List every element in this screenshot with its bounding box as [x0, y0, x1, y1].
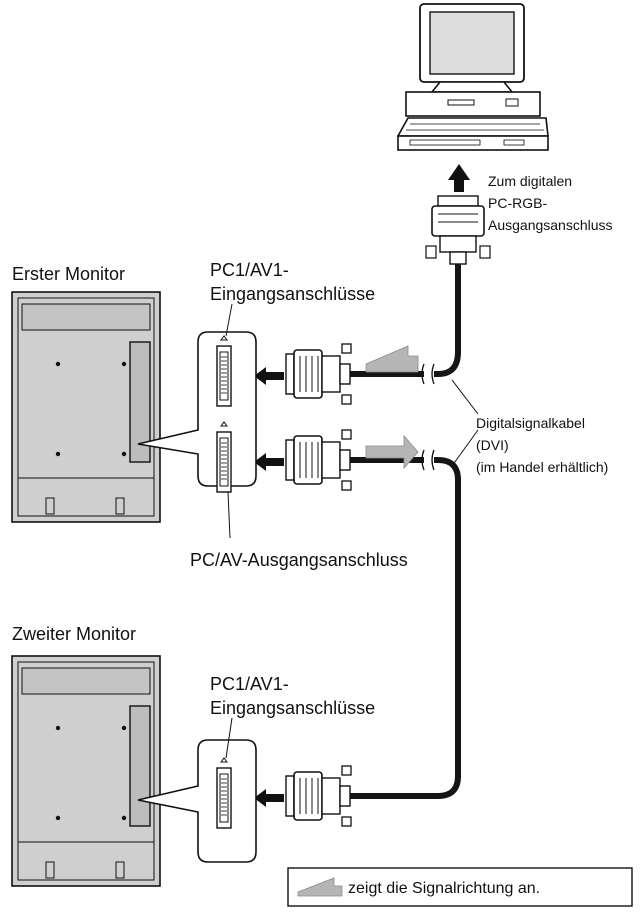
first-monitor-input-port: [216, 335, 232, 407]
to-digital-output-label-2: PC-RGB-: [488, 195, 547, 211]
computer-illustration: [396, 3, 549, 151]
first-monitor-output-port: [216, 421, 232, 493]
pc-input-top-label-1: PC1/AV1-: [210, 260, 289, 280]
pc-output-label: PC/AV-Ausgangsanschluss: [190, 550, 408, 570]
signal-arrow-up: [448, 164, 470, 192]
pc-input-top-label-2: Eingangsanschlüsse: [210, 284, 375, 304]
legend-text: zeigt die Signalrichtung an.: [348, 880, 540, 897]
first-monitor-label: Erster Monitor: [12, 264, 125, 284]
cable-label-1: Digitalsignalkabel: [476, 415, 585, 431]
pc-input-bottom-label-2: Eingangsanschlüsse: [210, 698, 375, 718]
pc-dvi-plug: [425, 195, 491, 265]
cable-label-2: (DVI): [476, 437, 509, 453]
pc-input-bottom-label-1: PC1/AV1-: [210, 674, 289, 694]
second-monitor-input-port: [216, 757, 232, 829]
dvi-plug-bottom: [285, 765, 352, 827]
legend-box: [287, 867, 633, 907]
pc-input-top-leader: [225, 303, 233, 337]
to-digital-output-label-1: Zum digitalen: [488, 173, 572, 189]
connect-arrows: [254, 367, 284, 807]
pc-output-leader: [227, 491, 231, 539]
signal-direction-arrow-left: [365, 345, 419, 373]
signal-direction-arrow-right: [365, 434, 419, 470]
dvi-cable-to-pc: [346, 264, 461, 385]
second-monitor-label: Zweiter Monitor: [12, 624, 136, 644]
dvi-plug-middle: [285, 429, 352, 491]
pc-input-bottom-leader: [225, 717, 233, 759]
cable-label-leaders: [451, 379, 479, 467]
first-monitor: [11, 291, 161, 523]
second-monitor: [11, 655, 161, 887]
legend-signal-arrow-icon: [297, 877, 343, 897]
dvi-plug-top: [285, 343, 352, 405]
to-digital-output-label-3: Ausgangsanschluss: [488, 217, 613, 233]
cable-label-3: (im Handel erhältlich): [476, 459, 608, 475]
dvi-cable-to-second-monitor: [346, 449, 461, 799]
